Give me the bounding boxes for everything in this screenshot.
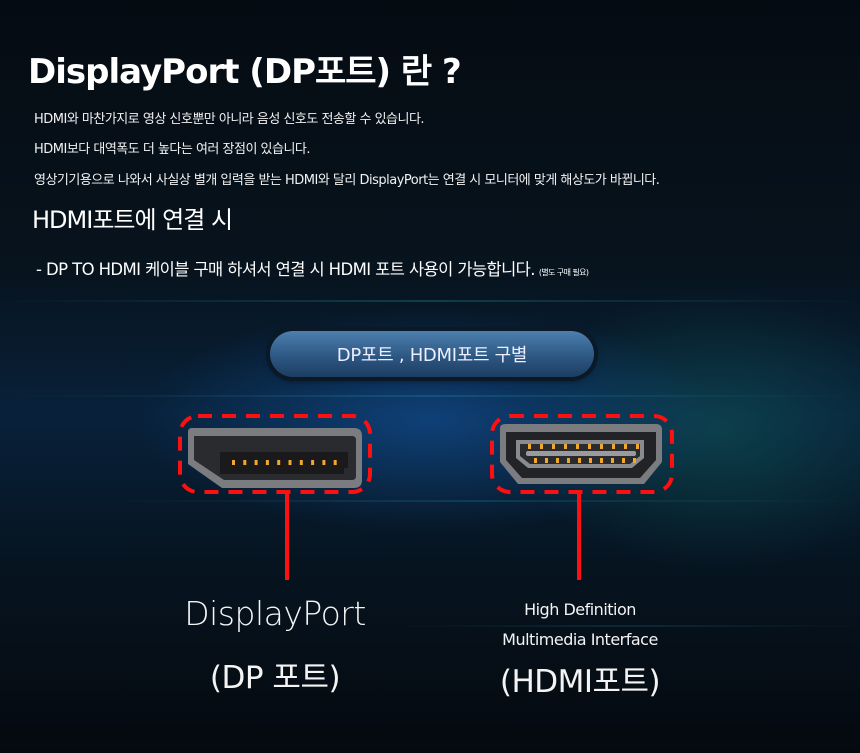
decor-streak: [400, 625, 860, 627]
hdmi-connector-icon: [500, 424, 662, 484]
intro-line: HDMI보다 대역폭도 더 높다는 여러 장점이 있습니다.: [34, 142, 311, 157]
pin: [567, 458, 570, 463]
pin: [636, 444, 639, 449]
pin: [622, 458, 625, 463]
pin: [232, 460, 235, 465]
pin: [600, 458, 603, 463]
bullet-note: (별도 구매 필요): [538, 268, 589, 277]
pin: [322, 460, 326, 465]
pin: [611, 458, 614, 463]
pin: [556, 458, 559, 463]
pin: [612, 444, 615, 449]
pin: [528, 444, 531, 449]
pin: [624, 444, 627, 449]
pin: [333, 460, 337, 465]
dp-highlight-box: [178, 414, 372, 494]
hdmi-line1: High Definition: [524, 600, 636, 619]
pin: [552, 444, 555, 449]
displayport-connector-icon: [188, 428, 362, 488]
pin: [254, 460, 258, 465]
section-pill: DP포트 , HDMI포트 구별: [270, 331, 594, 377]
pin: [578, 458, 581, 463]
subheading: HDMI포트에 연결 시: [32, 206, 233, 234]
dp-label: (DP 포트): [209, 660, 341, 696]
pin: [633, 458, 636, 463]
pin: [277, 460, 281, 465]
pin: [265, 460, 269, 465]
pin: [299, 460, 303, 465]
pin: [545, 458, 548, 463]
pin: [576, 444, 579, 449]
pin: [589, 458, 592, 463]
hdmi-highlight-box: [490, 414, 674, 494]
pin: [564, 444, 567, 449]
pin: [588, 444, 591, 449]
pin: [288, 460, 292, 465]
intro-line: HDMI와 마찬가지로 영상 신호뿐만 아니라 음성 신호도 전송할 수 있습니…: [34, 112, 425, 127]
pin: [534, 458, 537, 463]
page-title: DisplayPort (DP포트) 란 ?: [28, 52, 462, 92]
pin: [600, 444, 603, 449]
pin: [311, 460, 315, 465]
bullet-text: - DP TO HDMI 케이블 구매 하셔서 연결 시 HDMI 포트 사용이…: [36, 256, 589, 280]
decor-streak: [0, 300, 860, 302]
pin: [243, 460, 247, 465]
hdmi-label: (HDMI포트): [499, 664, 661, 700]
decor-streak: [100, 500, 860, 502]
bullet-main: - DP TO HDMI 케이블 구매 하셔서 연결 시 HDMI 포트 사용이…: [36, 260, 535, 279]
pin: [540, 444, 543, 449]
hdmi-line2: Multimedia Interface: [502, 630, 658, 649]
decor-streak: [0, 395, 860, 397]
dp-name: DisplayPort: [184, 594, 366, 633]
intro-line: 영상기기용으로 나와서 사실상 별개 입력을 받는 HDMI와 달리 Displ…: [34, 173, 660, 188]
